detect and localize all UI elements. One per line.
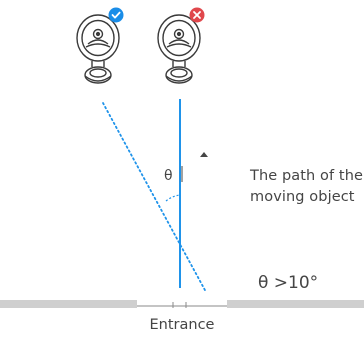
cross-badge (189, 7, 205, 23)
entrance-label: Entrance (149, 317, 215, 333)
theta-label: θ (164, 168, 173, 184)
camera-right (157, 14, 201, 84)
direction-arrow-icon (200, 152, 208, 157)
angle-readout: θ >10° (258, 273, 319, 293)
check-badge (108, 7, 124, 23)
wall-right (227, 300, 364, 308)
path-label: The path of the moving object (250, 166, 364, 208)
diagonal-path-line (102, 102, 207, 293)
camera-left (76, 14, 120, 84)
check-icon (111, 11, 121, 19)
cross-icon (193, 11, 201, 19)
path-label-line-2: moving object (250, 189, 355, 205)
path-label-line-1: The path of the (250, 168, 364, 184)
angle-arc (165, 194, 181, 202)
wall-left (0, 300, 137, 308)
